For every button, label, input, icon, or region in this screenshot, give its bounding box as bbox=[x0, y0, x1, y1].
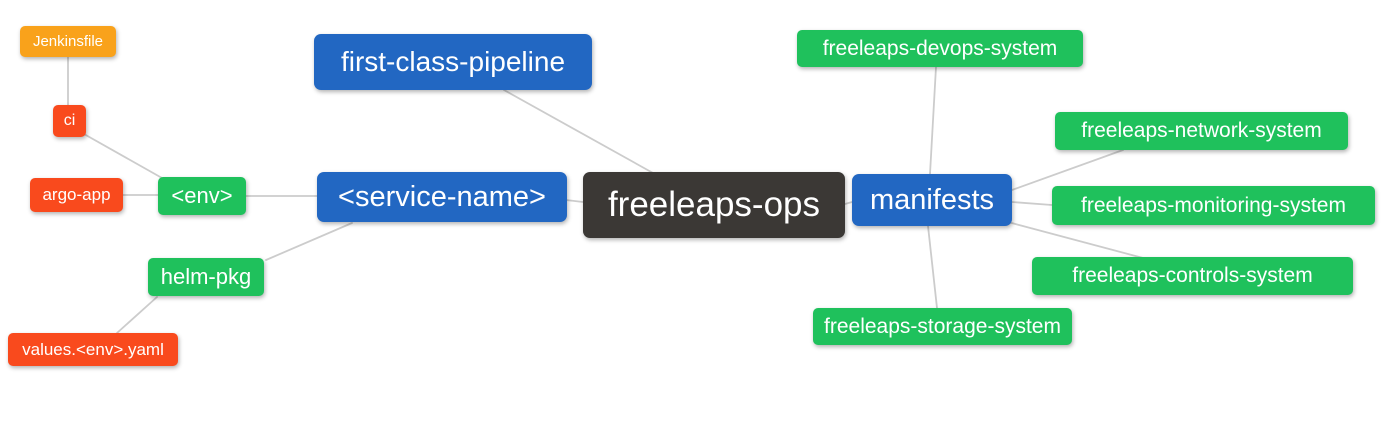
edge-ci-env bbox=[83, 133, 163, 179]
node-freeleaps-storage-system[interactable]: freeleaps-storage-system bbox=[813, 308, 1072, 345]
node-freeleaps-monitoring-system[interactable]: freeleaps-monitoring-system bbox=[1052, 186, 1375, 225]
node-root-freeleaps-ops[interactable]: freeleaps-ops bbox=[583, 172, 845, 238]
node-ci[interactable]: ci bbox=[53, 105, 86, 137]
edge-manifests-devops bbox=[929, 66, 937, 175]
edge-manifests-storage bbox=[927, 225, 938, 309]
edge-manifests-monitoring bbox=[1011, 201, 1053, 206]
edge-service-name-root bbox=[565, 199, 584, 203]
node-jenkinsfile[interactable]: Jenkinsfile bbox=[20, 26, 116, 57]
node-manifests[interactable]: manifests bbox=[852, 174, 1012, 226]
edge-helm-pkg-service-name bbox=[265, 222, 353, 261]
node-helm-pkg[interactable]: helm-pkg bbox=[148, 258, 264, 296]
node-freeleaps-controls-system[interactable]: freeleaps-controls-system bbox=[1032, 257, 1353, 295]
node-argo-app[interactable]: argo-app bbox=[30, 178, 123, 212]
node-freeleaps-devops-system[interactable]: freeleaps-devops-system bbox=[797, 30, 1083, 67]
edge-root-manifests bbox=[844, 201, 853, 205]
node-env[interactable]: <env> bbox=[158, 177, 246, 215]
node-first-class-pipeline[interactable]: first-class-pipeline bbox=[314, 34, 592, 90]
edge-values-helm-pkg bbox=[116, 296, 158, 334]
edge-pipeline-root bbox=[503, 89, 654, 174]
node-freeleaps-network-system[interactable]: freeleaps-network-system bbox=[1055, 112, 1348, 150]
node-values-env-yaml[interactable]: values.<env>.yaml bbox=[8, 333, 178, 366]
edge-manifests-controls bbox=[1007, 221, 1144, 259]
edge-manifests-network bbox=[1011, 149, 1124, 191]
node-service-name[interactable]: <service-name> bbox=[317, 172, 567, 222]
